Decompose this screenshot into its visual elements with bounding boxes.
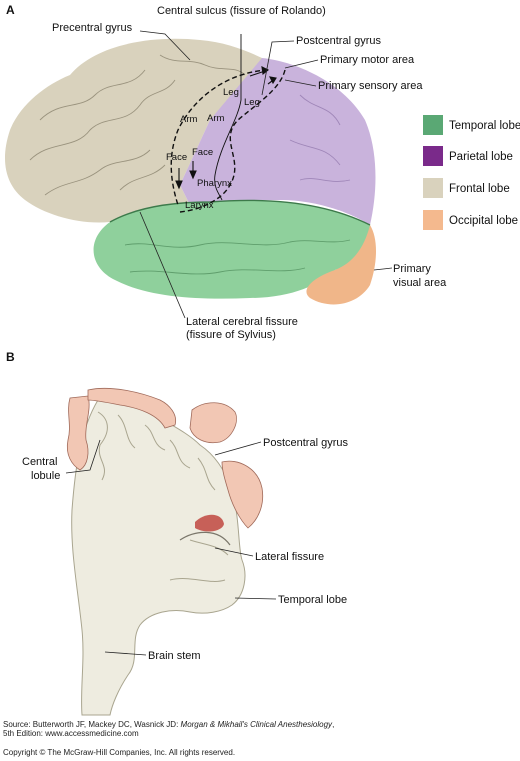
somatotopy-arrows	[175, 66, 277, 190]
lobe-legend: Temporal lobe Parietal lobe Frontal lobe…	[423, 115, 520, 230]
panel-label-b: B	[6, 350, 15, 364]
panel-label-a: A	[6, 3, 15, 17]
lateral-fissure-label-line2: (fissure of Sylvius)	[186, 329, 276, 341]
homunculus-tongue	[195, 514, 224, 532]
parietal-lobe-region	[180, 58, 376, 225]
homunculus-figure	[66, 387, 264, 532]
brain-stem-leader	[104, 651, 147, 656]
primary-visual-leader	[373, 267, 393, 271]
larynx-label: Larynx	[185, 200, 214, 211]
postcentral-gyrus-label: Postcentral gyrus	[296, 35, 381, 47]
legend-swatch-occipital	[423, 210, 443, 230]
arm-sensory-label: Arm	[207, 113, 225, 124]
homunculus-hand	[189, 402, 237, 444]
sylvian-fissure-line	[109, 199, 371, 226]
primary-sensory-area-label: Primary sensory area	[318, 80, 423, 92]
postcentral-gyrus-b-leader	[214, 441, 262, 456]
lateral-fissure-leader	[139, 211, 186, 319]
section-outline	[71, 393, 246, 716]
legend-swatch-temporal	[423, 115, 443, 135]
primary-visual-label-line1: Primary	[393, 263, 431, 275]
postcentral-gyrus-b-label: Postcentral gyrus	[263, 437, 348, 449]
legend-swatch-frontal	[423, 178, 443, 198]
lateral-brain	[5, 34, 376, 305]
postcentral-gyrus-leader	[261, 40, 295, 96]
precentral-gyrus-label: Precentral gyrus	[52, 22, 133, 34]
frontal-lobe-region	[5, 38, 268, 223]
legend-swatch-parietal	[423, 146, 443, 166]
source-citation: Source: Butterworth JF, Mackey DC, Wasni…	[3, 720, 334, 729]
primary-motor-area-leader	[284, 59, 319, 69]
brain-stem-label: Brain stem	[148, 650, 201, 662]
primary-motor-area-label: Primary motor area	[320, 54, 415, 66]
source-prefix: Source: Butterworth JF, Mackey DC, Wasni…	[3, 720, 181, 729]
section-folds	[97, 411, 229, 582]
motor-area-outline	[170, 69, 269, 206]
lateral-fissure-b-leader	[214, 547, 254, 557]
coronal-section	[71, 393, 246, 716]
central-lobule-label-line1: Central	[22, 456, 57, 468]
legend-label-temporal: Temporal lobe	[449, 120, 520, 132]
primary-visual-label-line2: visual area	[393, 277, 447, 289]
homunculus-trunk-arm	[87, 387, 177, 429]
occipital-lobe-region	[306, 225, 376, 305]
legend-label-parietal: Parietal lobe	[449, 151, 513, 163]
primary-sensory-area-leader	[284, 79, 317, 87]
source-edition: 5th Edition: www.accessmedicine.com	[3, 729, 139, 738]
leg-motor-label: Leg	[223, 87, 239, 98]
copyright-notice: Copyright © The McGraw-Hill Companies, I…	[3, 748, 236, 757]
homunculus-face	[221, 460, 264, 529]
leg-sensory-label: Leg	[244, 97, 260, 108]
precentral-gyrus-leader	[139, 30, 191, 61]
central-sulcus-label: Central sulcus (fissure of Rolando)	[157, 5, 326, 17]
lateral-fissure-b	[179, 531, 231, 546]
central-lobule-leader	[65, 439, 101, 474]
pharynx-label: Pharynx	[197, 178, 232, 189]
temporal-lobe-b-label: Temporal lobe	[278, 594, 347, 606]
lateral-fissure-label-line1: Lateral cerebral fissure	[186, 316, 298, 328]
homunculus-leg	[66, 395, 90, 471]
face-sensory-label: Face	[192, 147, 213, 158]
lateral-fissure-b-label: Lateral fissure	[255, 551, 324, 563]
source-suffix: ,	[332, 720, 335, 729]
temporal-lobe-b-leader	[234, 597, 277, 600]
temporal-lobe-region	[93, 200, 371, 299]
central-sulcus-line	[214, 34, 242, 201]
face-motor-label: Face	[166, 152, 187, 163]
legend-label-occipital: Occipital lobe	[449, 215, 518, 227]
arm-motor-label: Arm	[180, 114, 198, 125]
gyri-texture	[29, 54, 246, 196]
source-title: Morgan & Mikhail's Clinical Anesthesiolo…	[180, 720, 333, 729]
legend-label-frontal: Frontal lobe	[449, 183, 510, 195]
central-lobule-label-line2: lobule	[31, 470, 60, 482]
sensory-area-outline	[179, 69, 286, 213]
